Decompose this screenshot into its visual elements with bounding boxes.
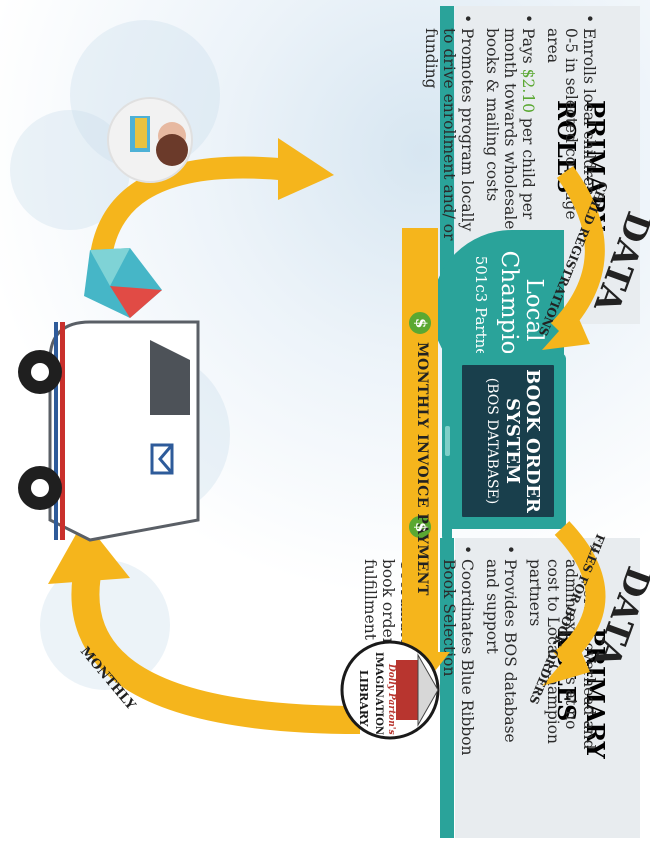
monthly-arrow: [71, 556, 361, 734]
monthly-arrowhead: [48, 520, 130, 584]
imagination-library-gem-icon: [84, 248, 162, 318]
logo-line3: LIBRARY: [357, 670, 370, 727]
dollar-icon: [407, 514, 433, 540]
invoice-payment-bar: [402, 228, 438, 658]
logo-line1: Dolly Parton's: [386, 664, 396, 735]
dollar-symbol-right: $: [412, 522, 430, 533]
logo-line2: IMAGINATION: [373, 652, 384, 736]
data-out-arrowhead: [542, 644, 590, 686]
data-in-arrowhead: [542, 312, 590, 350]
dollar-icon: [407, 310, 433, 336]
invoice-payment-label: MONTHLY INVOICE PAYMENT: [414, 342, 430, 596]
dollar-symbol-left: $: [412, 318, 430, 329]
imagination-library-logo: [340, 640, 440, 740]
data-out-arrow: [553, 521, 606, 668]
mail-truck-icon: [18, 320, 200, 542]
delivery-arrowhead: [278, 138, 334, 200]
data-in-arrow: [550, 166, 605, 337]
child-reading-photo: [107, 97, 193, 183]
